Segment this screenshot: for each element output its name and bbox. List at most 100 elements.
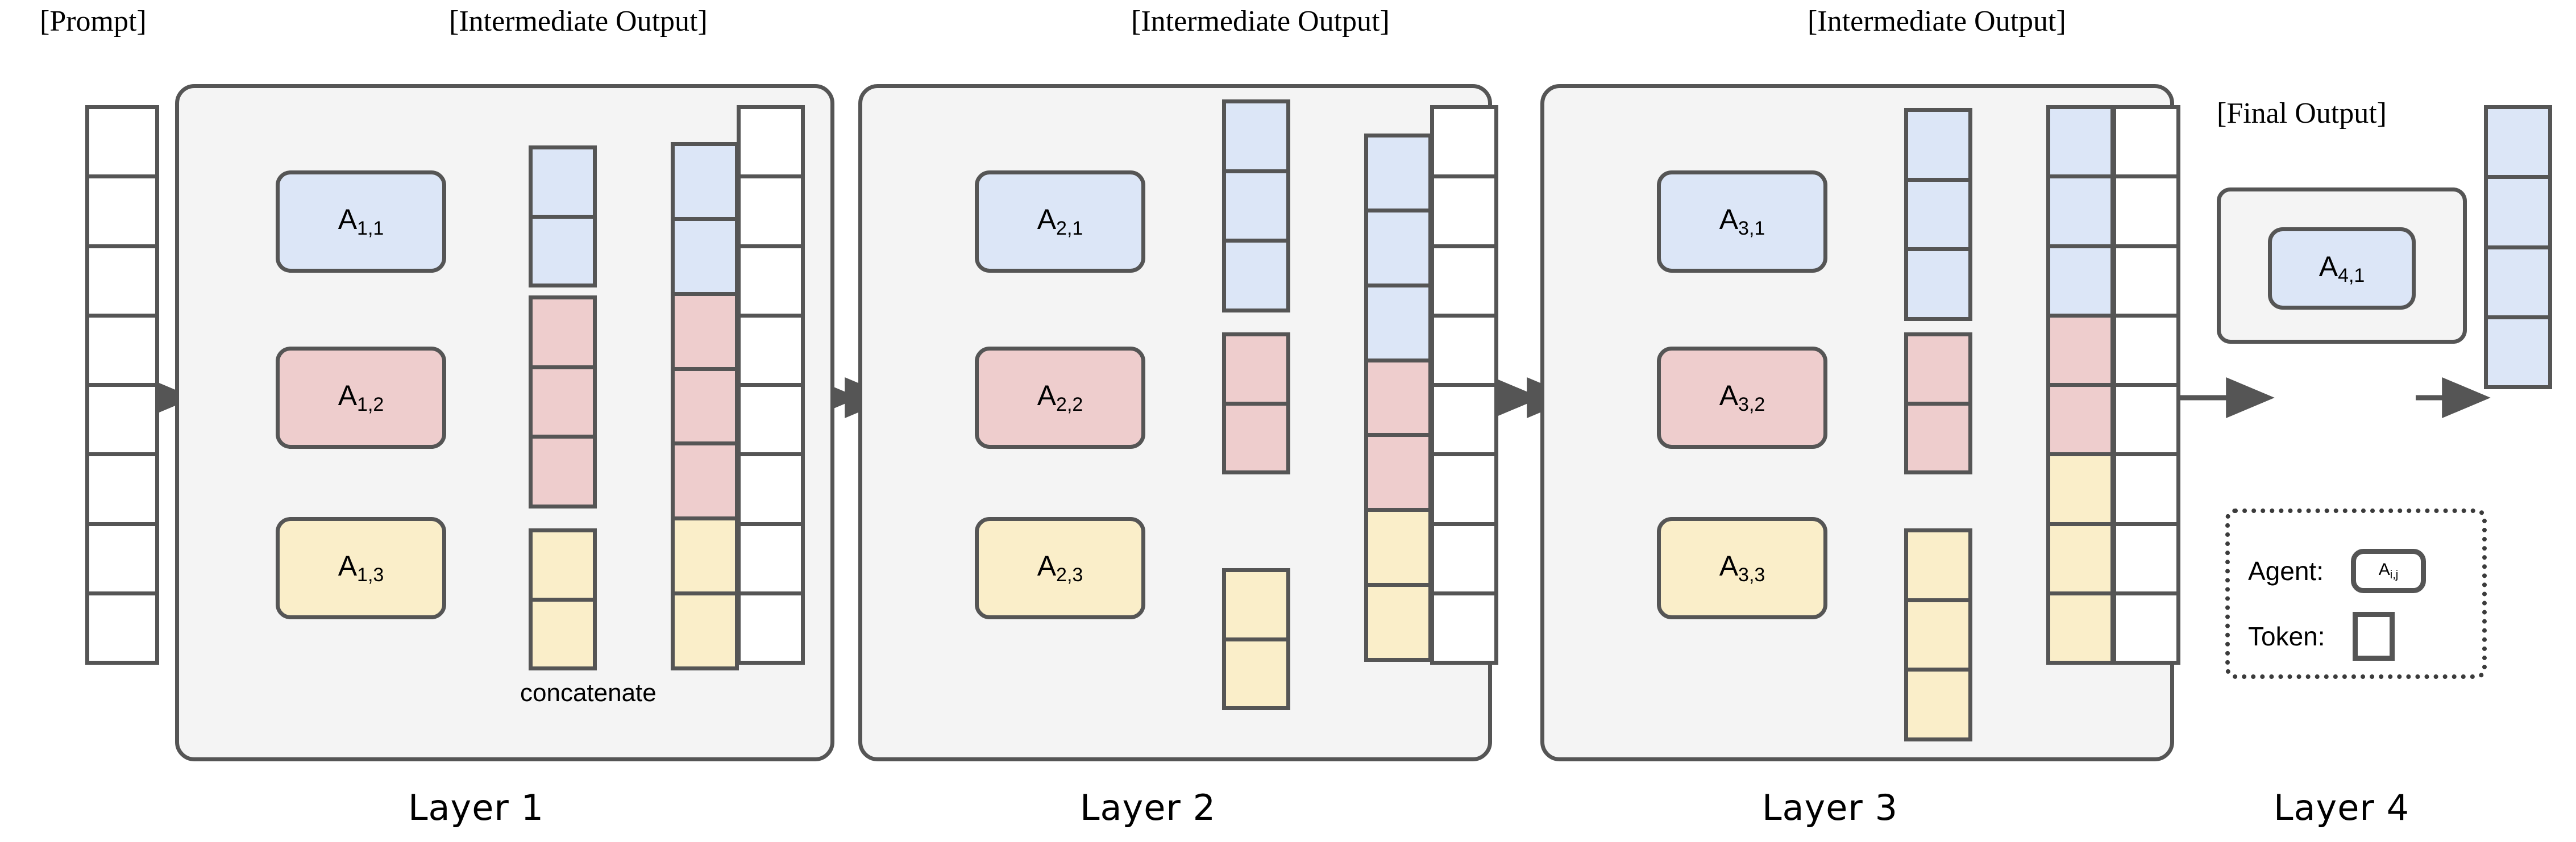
legend-row-token: Token:	[2248, 611, 2470, 662]
token-cell	[1908, 251, 1968, 317]
token-cell	[533, 299, 593, 369]
token-cell	[533, 149, 593, 219]
layer-label-3: Layer 3	[1762, 787, 1898, 828]
token-cell	[2050, 248, 2110, 318]
agent-output-tokens-A-2-3[interactable]	[1222, 568, 1290, 710]
token-cell	[741, 595, 801, 661]
agent-label: A2,3	[1037, 550, 1083, 586]
agent-A-2-2[interactable]: A2,2	[975, 347, 1145, 449]
token-cell	[89, 387, 155, 457]
token-cell	[89, 526, 155, 595]
token-cell	[1908, 112, 1968, 182]
intermediate-output-label-1: [Intermediate Output]	[449, 5, 708, 37]
agent-output-tokens-A-1-2[interactable]	[529, 295, 597, 508]
prompt-label: [Prompt]	[40, 5, 147, 37]
agent-A-1-1[interactable]: A1,1	[276, 170, 446, 273]
legend-token-label: Token:	[2248, 622, 2325, 651]
token-cell	[1226, 336, 1286, 406]
token-cell	[1434, 318, 1494, 387]
agent-A-4-1[interactable]: A4,1	[2268, 227, 2416, 310]
token-cell	[1226, 103, 1286, 173]
token-cell	[1368, 512, 1428, 587]
token-cell	[1908, 672, 1968, 737]
token-cell	[1908, 336, 1968, 406]
token-cell	[89, 456, 155, 526]
agent-label: A4,1	[2319, 250, 2365, 287]
token-cell	[2116, 248, 2176, 318]
final-output-column[interactable]	[2484, 105, 2552, 389]
agent-label: A3,3	[1719, 550, 1765, 586]
token-cell	[1434, 178, 1494, 248]
token-cell	[1434, 387, 1494, 457]
legend-agent-symbol: Ai,j	[2378, 560, 2399, 581]
agent-output-tokens-A-3-3[interactable]	[1904, 528, 1972, 741]
agent-A-3-3[interactable]: A3,3	[1657, 517, 1827, 619]
token-cell	[2116, 526, 2176, 595]
token-cell	[1908, 182, 1968, 252]
token-cell	[675, 370, 735, 446]
layer-label-1: Layer 1	[408, 787, 545, 828]
token-cell	[533, 439, 593, 505]
agent-output-tokens-A-3-1[interactable]	[1904, 108, 1972, 321]
token-cell	[89, 595, 155, 661]
token-cell	[1226, 406, 1286, 471]
agent-A-2-1[interactable]: A2,1	[975, 170, 1145, 273]
agent-A-3-2[interactable]: A3,2	[1657, 347, 1827, 449]
token-cell	[533, 219, 593, 284]
agent-A-1-2[interactable]: A1,2	[276, 347, 446, 449]
token-cell	[2050, 387, 2110, 457]
agent-output-tokens-A-2-1[interactable]	[1222, 99, 1290, 312]
token-cell	[533, 532, 593, 602]
agent-label: A2,2	[1037, 380, 1083, 416]
token-cell	[741, 456, 801, 526]
token-cell	[2050, 317, 2110, 387]
agent-output-tokens-A-1-3[interactable]	[529, 528, 597, 670]
legend-token-swatch	[2352, 612, 2395, 661]
token-cell	[2050, 595, 2110, 661]
agent-label: A1,2	[338, 380, 384, 416]
layer-3-prompt-passthrough-column[interactable]	[2112, 105, 2180, 665]
agent-output-tokens-A-2-2[interactable]	[1222, 332, 1290, 474]
token-cell	[675, 520, 735, 596]
token-cell	[89, 248, 155, 318]
token-cell	[2116, 387, 2176, 457]
token-cell	[89, 109, 155, 179]
prompt-token-column[interactable]	[85, 105, 159, 665]
layer-2-prompt-passthrough-column[interactable]	[1430, 105, 1498, 665]
token-cell	[1226, 173, 1286, 243]
token-cell	[2488, 179, 2548, 249]
token-cell	[2488, 249, 2548, 319]
token-cell	[1908, 602, 1968, 672]
agent-label: A1,1	[338, 203, 384, 240]
token-cell	[2116, 456, 2176, 526]
layer-1-concat-column[interactable]	[671, 142, 739, 670]
layer-3-concat-column[interactable]	[2046, 105, 2114, 665]
token-cell	[1434, 248, 1494, 318]
agent-A-2-3[interactable]: A2,3	[975, 517, 1145, 619]
token-cell	[741, 387, 801, 457]
intermediate-output-label-3: [Intermediate Output]	[1808, 5, 2066, 37]
agent-output-tokens-A-3-2[interactable]	[1904, 332, 1972, 474]
token-cell	[533, 369, 593, 439]
token-cell	[741, 526, 801, 595]
token-cell	[2116, 109, 2176, 179]
legend-agent-label: Agent:	[2248, 556, 2324, 586]
concatenate-label: concatenate	[520, 679, 657, 707]
token-cell	[1434, 595, 1494, 661]
token-cell	[2050, 456, 2110, 526]
agent-A-1-3[interactable]: A1,3	[276, 517, 446, 619]
token-cell	[1908, 532, 1968, 602]
token-cell	[675, 445, 735, 521]
agent-output-tokens-A-1-1[interactable]	[529, 145, 597, 287]
agent-A-3-1[interactable]: A3,1	[1657, 170, 1827, 273]
token-cell	[2116, 595, 2176, 661]
layer-1-prompt-passthrough-column[interactable]	[737, 105, 805, 665]
token-cell	[1434, 456, 1494, 526]
final-output-label: [Final Output]	[2217, 97, 2387, 130]
token-cell	[2050, 526, 2110, 595]
token-cell	[741, 178, 801, 248]
token-cell	[675, 146, 735, 221]
layer-2-concat-column[interactable]	[1364, 134, 1432, 662]
token-cell	[2488, 319, 2548, 385]
